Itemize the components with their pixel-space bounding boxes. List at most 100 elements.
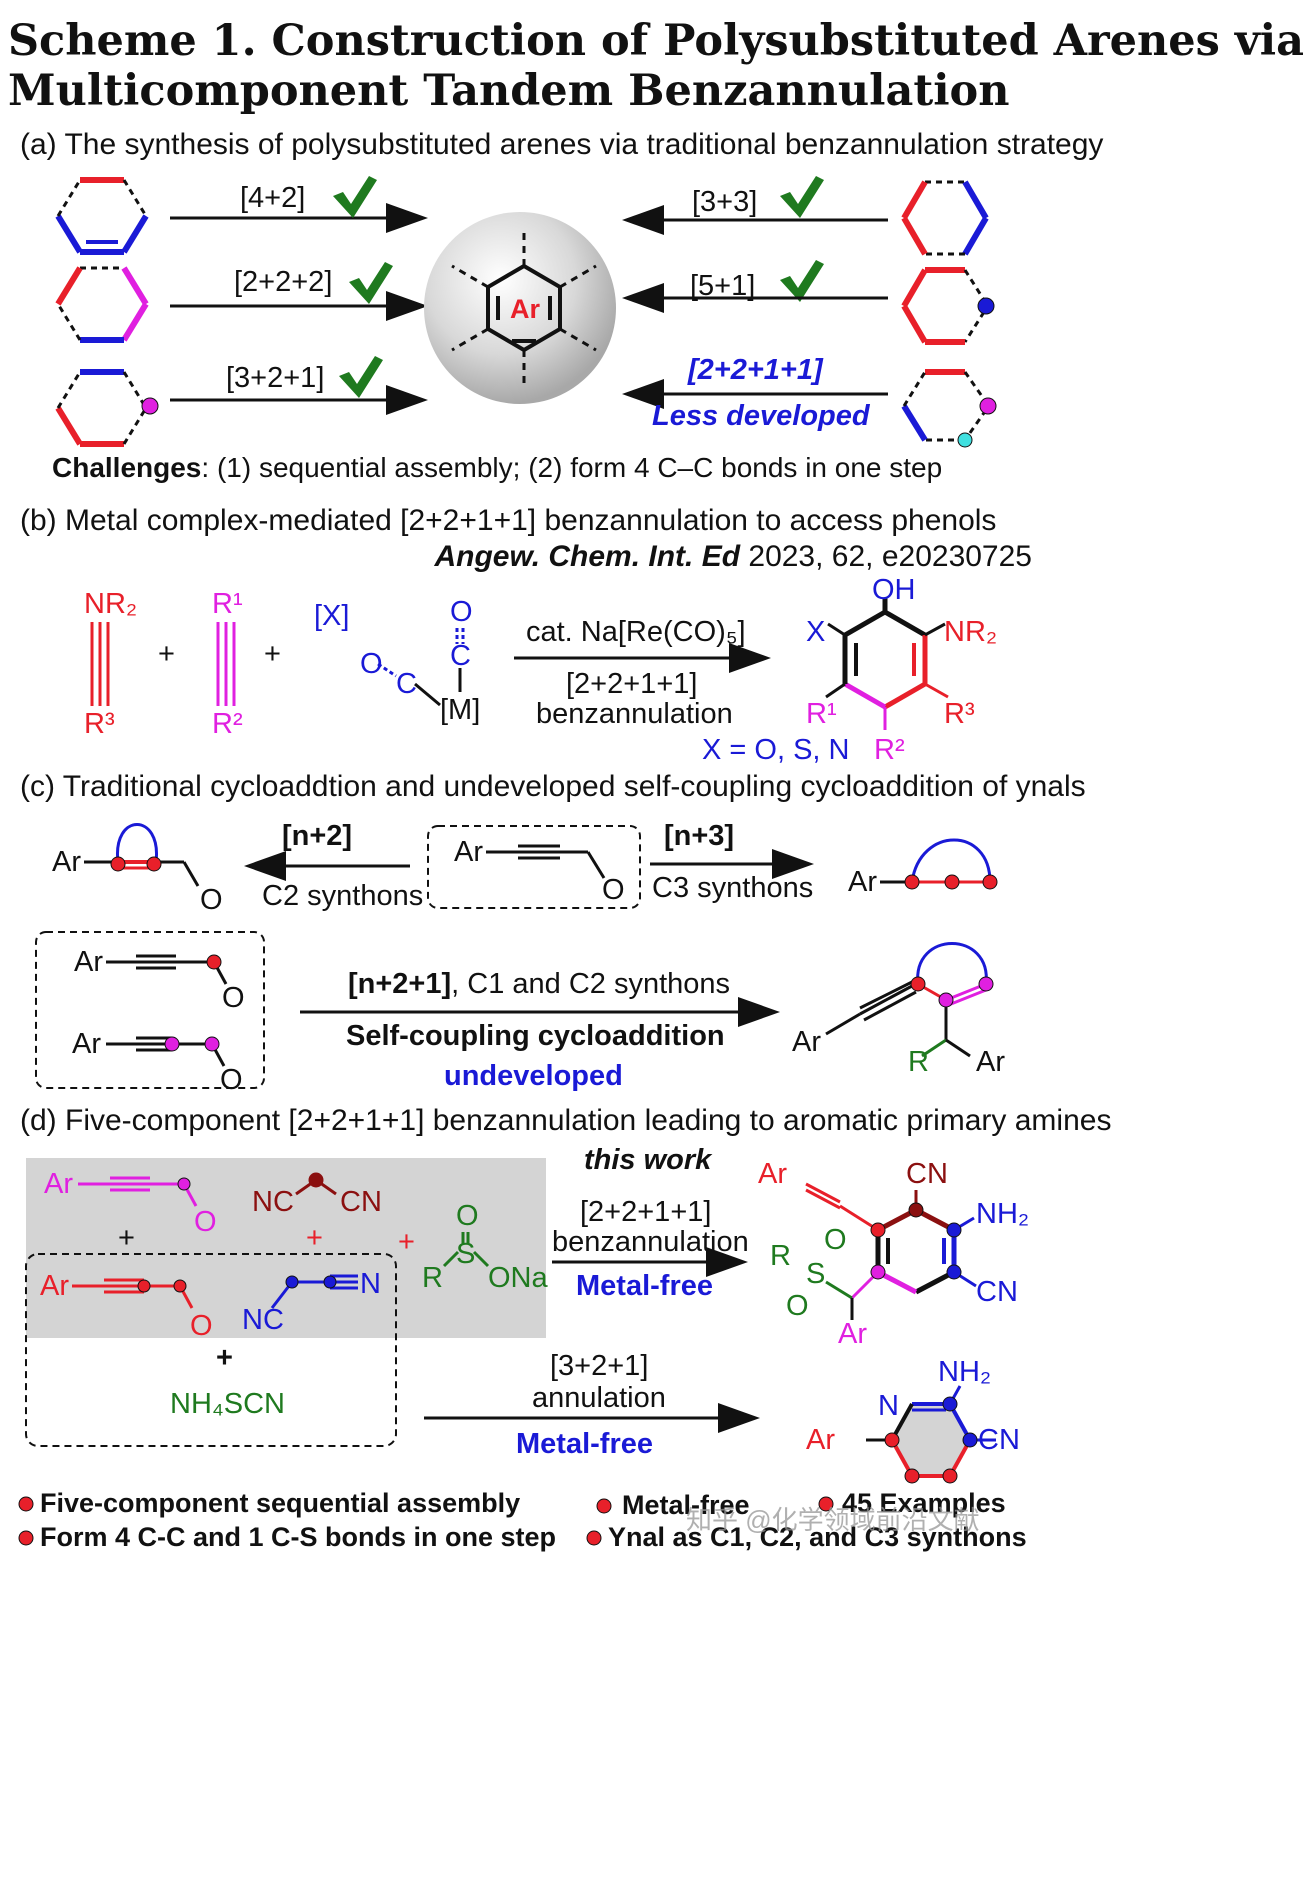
bullet-5: Ynal as C1, C2, and C3 synthons	[608, 1522, 1027, 1552]
aniline-product	[805, 1182, 977, 1320]
label-c3: C3 synthons	[652, 872, 814, 904]
reaction-label: [2+2+1+1]	[566, 668, 698, 700]
carbonyl-c-top: C	[450, 640, 471, 672]
p1-cn-bottom: CN	[976, 1276, 1018, 1308]
challenges-text: : (1) sequential assembly; (2) form 4 C–…	[201, 452, 943, 483]
o-ynal: O	[602, 874, 625, 906]
p2-cn: CN	[978, 1424, 1020, 1456]
label-n21-main: [n+2+1]	[348, 968, 452, 1000]
alkyne-reagent	[216, 622, 236, 706]
bullet-3: 45 Examples	[842, 1488, 1006, 1518]
ynal-component-2	[72, 1278, 194, 1309]
n2-product	[84, 823, 200, 887]
citation-journal: Angew. Chem. Int. Ed	[434, 540, 741, 573]
label-2plus2plus2: [2+2+2]	[234, 266, 333, 298]
ar-n2: Ar	[52, 846, 81, 878]
ar-ynal: Ar	[454, 836, 483, 868]
watermark: 知乎 @化学领域前沿文献	[686, 1505, 980, 1535]
label-metal-free-1: Metal-free	[576, 1270, 713, 1302]
p1-ar-2: Ar	[838, 1318, 867, 1350]
ar-box1: Ar	[74, 946, 103, 978]
x-definition: X = O, S, N	[702, 734, 850, 766]
p1-o-top: O	[824, 1224, 847, 1256]
carbonyl-c-left: C	[396, 668, 417, 700]
d-cn-1: CN	[340, 1186, 382, 1218]
p1-s: S	[806, 1258, 826, 1290]
product-nr2: NR₂	[944, 616, 998, 648]
label-this-work: this work	[584, 1144, 712, 1176]
section-c-heading: (c) Traditional cycloaddtion and undevel…	[20, 770, 1086, 803]
label-self-coupling: Self-coupling cycloaddition	[346, 1020, 725, 1052]
annulation-components-box	[25, 1253, 397, 1447]
bullet-icons	[18, 1496, 834, 1546]
p1-ar: Ar	[758, 1158, 787, 1190]
component-highlight	[26, 1158, 546, 1338]
hexagon-3plus2plus1	[55, 369, 159, 447]
metal-carbonyl	[377, 628, 465, 707]
p2-ar: Ar	[806, 1424, 835, 1456]
product-r3: R³	[944, 698, 975, 730]
bullet-1: Five-component sequential assembly	[40, 1488, 521, 1518]
arene-label: Ar	[510, 294, 541, 324]
n3-product	[880, 838, 998, 890]
d-sulf-r: R	[422, 1262, 443, 1294]
product-r1: R¹	[806, 698, 837, 730]
d-nh4scn: NH₄SCN	[170, 1388, 285, 1420]
challenges-label: Challenges	[52, 452, 202, 483]
hexagon-5plus1	[901, 267, 995, 345]
arene-sphere	[424, 212, 616, 404]
label-metal-free-2: Metal-free	[516, 1428, 653, 1460]
label-n2: [n+2]	[282, 820, 353, 852]
reagent1-bottom: R³	[84, 708, 115, 740]
p1-cn-top: CN	[906, 1158, 948, 1190]
r-self-product: R	[908, 1046, 929, 1078]
scheme-drawing	[18, 176, 998, 1546]
ynal-component	[78, 1176, 198, 1207]
product-x: X	[806, 616, 826, 648]
label-rx1b: benzannulation	[552, 1226, 749, 1258]
challenges: Challenges: (1) sequential assembly; (2)…	[52, 452, 942, 484]
plus-1: +	[158, 638, 175, 670]
phenol-product	[825, 598, 949, 730]
ar-n3: Ar	[848, 866, 877, 898]
hexagon-3plus3	[901, 180, 989, 256]
p2-nh2: NH₂	[938, 1356, 992, 1388]
d-plus-4: +	[216, 1342, 233, 1374]
d-sulf-ona: ONa	[488, 1262, 548, 1294]
d-n-2: N	[360, 1268, 381, 1300]
d-nc-2: NC	[242, 1304, 284, 1336]
scheme-title-line1: Scheme 1. Construction of Polysubstitute…	[8, 16, 1304, 66]
carbonyl-o-left: O	[360, 648, 383, 680]
label-3plus3: [3+3]	[692, 186, 758, 218]
ynal	[486, 844, 606, 879]
d-nc-1: NC	[252, 1186, 294, 1218]
ar-self-product: Ar	[792, 1026, 821, 1058]
metal-label: [M]	[440, 694, 481, 726]
ynal-pair-box	[35, 931, 265, 1089]
label-rx2b: annulation	[532, 1382, 666, 1414]
hexagon-2plus2plus1plus1	[901, 369, 997, 448]
pyridine-product	[866, 1385, 996, 1484]
ynamine-reagent	[90, 622, 110, 706]
scheme-title-line2: Multicomponent Tandem Benzannulation	[8, 66, 1010, 116]
o-box2: O	[220, 1064, 243, 1096]
label-3plus2plus1: [3+2+1]	[226, 362, 325, 394]
reagent1-top: NR₂	[84, 588, 138, 620]
sulfinate-component	[442, 1232, 490, 1268]
d-ar-2: Ar	[40, 1270, 69, 1302]
catalyst-label: cat. Na[Re(CO)₅]	[526, 616, 746, 648]
d-sulf-o: O	[456, 1200, 479, 1232]
section-a-heading: (a) The synthesis of polysubstituted are…	[20, 128, 1104, 161]
malononitrile-component	[295, 1172, 337, 1196]
label-undeveloped: undeveloped	[444, 1060, 623, 1092]
label-2plus2plus1plus1: [2+2+1+1]	[688, 354, 823, 386]
reaction-label-2: benzannulation	[536, 698, 733, 730]
product-oh: OH	[872, 574, 916, 606]
reagent2-top: R¹	[212, 588, 243, 620]
citation-details: 2023, 62, e20230725	[740, 540, 1032, 573]
o-n2: O	[200, 884, 223, 916]
ar-self-product-2: Ar	[976, 1046, 1005, 1078]
label-c2: C2 synthons	[262, 880, 424, 912]
d-plus-2: +	[306, 1222, 323, 1254]
d-o-1: O	[194, 1206, 217, 1238]
